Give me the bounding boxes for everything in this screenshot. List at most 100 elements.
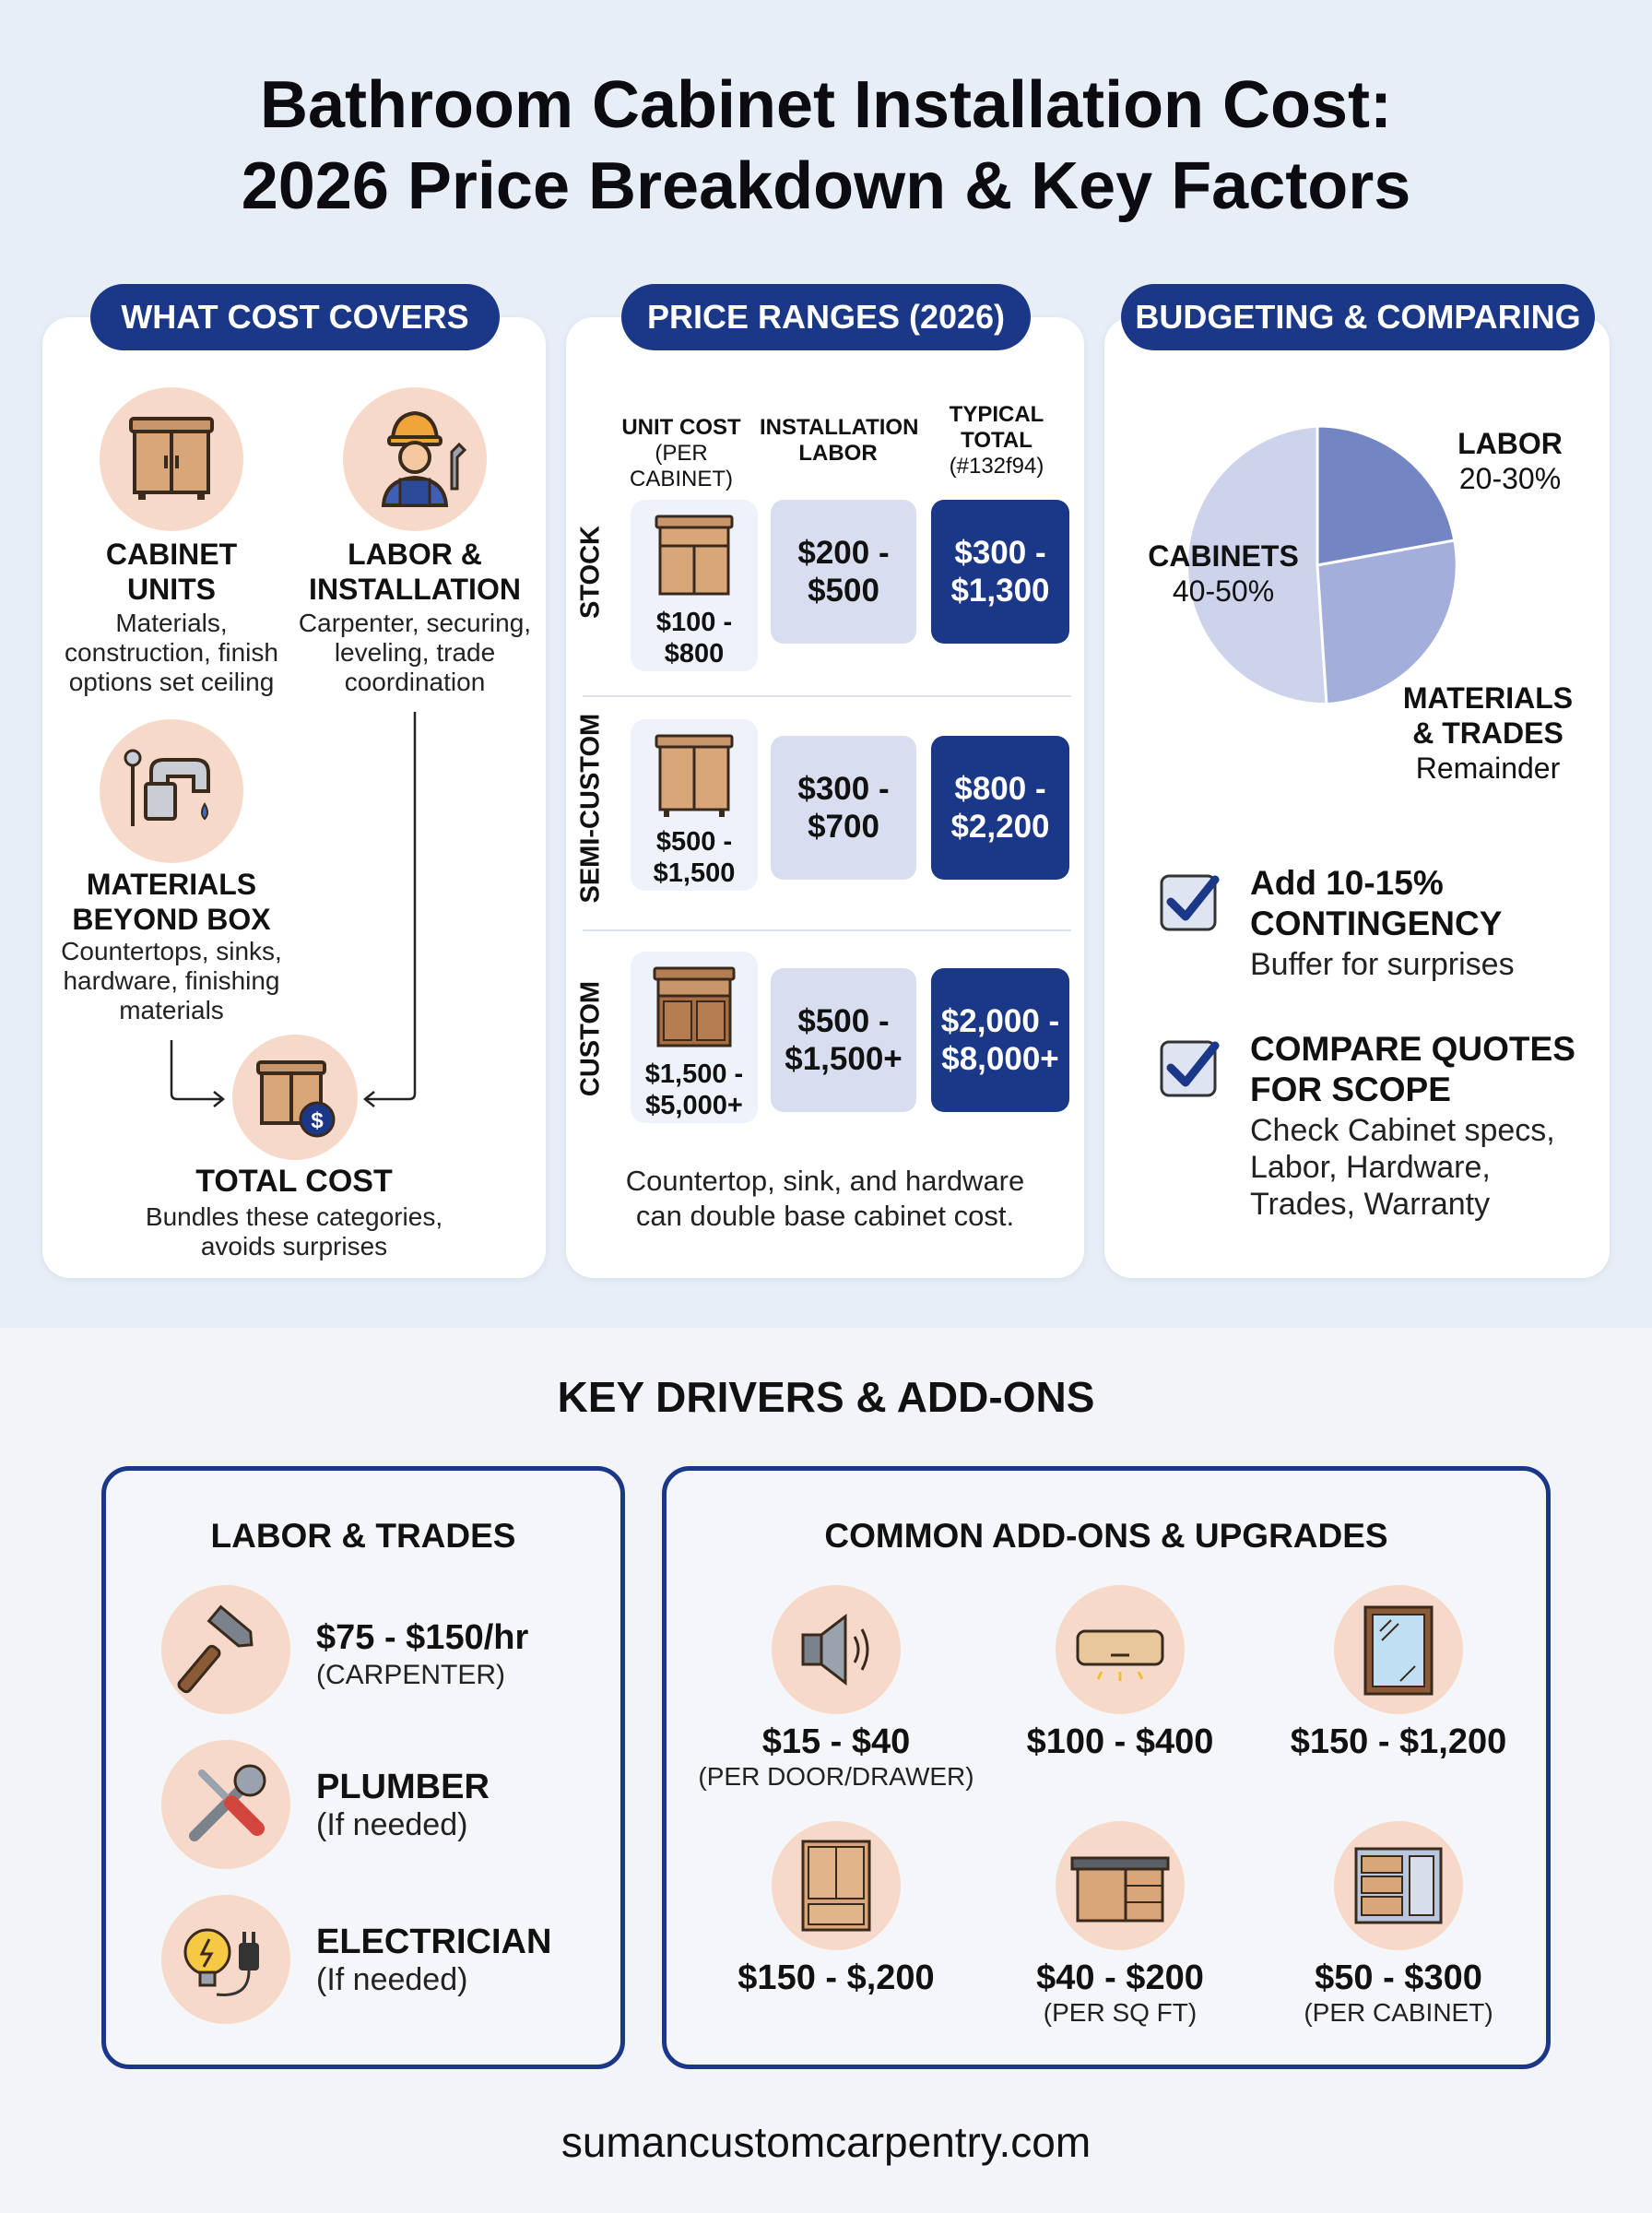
semi-custom-labor-2: $700 <box>808 809 879 845</box>
footer-url[interactable]: sumancustomcarpentry.com <box>560 2118 1092 2166</box>
tip-compare-desc: Check Cabinet specs, Labor, Hardware, Tr… <box>1250 1112 1600 1223</box>
addon-sub-5: (PER SQ FT) <box>1043 1998 1198 2027</box>
col-labor-1: INSTALLATION <box>760 415 919 440</box>
materials-desc-3: materials <box>119 996 224 1024</box>
tip-contingency-title-2: CONTINGENCY <box>1250 905 1503 942</box>
total-cost-title: TOTAL COST <box>195 1164 393 1199</box>
labor-title-2: INSTALLATION <box>309 573 521 606</box>
pie-materials-title-2: & TRADES <box>1412 716 1564 750</box>
pie-cabinets-title: CABINETS <box>1148 539 1299 573</box>
addon-price-6: $50 - $300 <box>1315 1959 1482 1997</box>
stock-unit-cost: $100 - $800 <box>631 500 758 671</box>
cabinet-dollar-icon: $ <box>232 1035 358 1160</box>
row-label-custom: CUSTOM <box>575 980 606 1097</box>
tip-contingency-desc: Buffer for surprises <box>1250 947 1515 982</box>
bulb-plug-icon <box>161 1895 290 2024</box>
pie-label-materials: MATERIALS & TRADES Remainder <box>1386 680 1589 786</box>
col-total-2: TOTAL <box>961 428 1032 453</box>
custom-unit-2: $5,000+ <box>645 1091 743 1120</box>
row-divider <box>583 695 1071 697</box>
row-label-semi-custom: SEMI-CUSTOM <box>575 713 606 904</box>
price-ranges-header: PRICE RANGES (2026) <box>621 284 1031 350</box>
key-drivers-title: KEY DRIVERS & ADD-ONS <box>557 1373 1095 1421</box>
materials-title-1: MATERIALS <box>86 868 257 901</box>
semi-custom-unit-1: $500 - <box>655 827 733 857</box>
svg-text:$: $ <box>311 1108 324 1133</box>
total-cost-desc-2: avoids surprises <box>200 1232 388 1260</box>
what-cost-covers-header: WHAT COST COVERS <box>90 284 500 350</box>
semi-custom-unit-cost: $500 - $1,500 <box>631 719 758 891</box>
semi-custom-cabinet-icon <box>655 734 734 817</box>
tip-contingency-title: Add 10-15% CONTINGENCY <box>1250 863 1600 944</box>
materials-beyond-box-desc: Countertops, sinks, hardware, finishing … <box>52 937 291 1025</box>
tip-compare-desc-2: Labor, Hardware, <box>1250 1150 1491 1185</box>
carpenter-label: (CARPENTER) <box>316 1660 506 1690</box>
tip-compare-title-1: COMPARE QUOTES <box>1250 1030 1575 1068</box>
total-cost-desc-1: Bundles these categories, <box>145 1202 443 1231</box>
wrench-screwdriver-icon <box>161 1740 290 1869</box>
price-note-2: can double base cabinet cost. <box>635 1200 1015 1232</box>
labor-desc-3: coordination <box>344 668 486 696</box>
tip-compare-desc-3: Trades, Warranty <box>1250 1187 1491 1222</box>
addon-price-1: $15 - $40 <box>761 1722 911 1761</box>
pie-materials-desc: Remainder <box>1415 751 1561 785</box>
checkbox-icon <box>1160 874 1220 931</box>
labor-title-1: LABOR & <box>348 538 482 571</box>
stock-labor-2: $500 <box>808 573 879 609</box>
labor-trades-title: LABOR & TRADES <box>210 1517 516 1555</box>
light-fixture-icon <box>1056 1585 1185 1714</box>
cabinet-units-desc: Materials, construction, finish options … <box>52 609 291 697</box>
price-ranges-note: Countertop, sink, and hardware can doubl… <box>584 1164 1066 1234</box>
semi-custom-total-2: $2,200 <box>950 809 1050 845</box>
stock-cabinet-icon <box>655 515 734 596</box>
stock-total-1: $300 - <box>954 535 1046 571</box>
stock-labor-1: $200 - <box>797 535 890 571</box>
semi-custom-unit-2: $1,500 <box>653 858 736 888</box>
cabinet-units-title-1: CABINET <box>105 538 238 571</box>
custom-total-1: $2,000 - <box>940 1003 1060 1039</box>
labor-installation-desc: Carpenter, securing, leveling, trade coo… <box>295 609 535 697</box>
cabinet-units-desc-3: options set ceiling <box>68 668 275 696</box>
col-total-3: (#132f94) <box>949 454 1044 479</box>
organizer-drawers-icon <box>1334 1821 1463 1950</box>
cabinet-units-desc-1: Materials, <box>115 609 228 637</box>
pie-label-cabinets: CABINETS 40-50% <box>1136 538 1311 609</box>
addon-sub-1: (PER DOOR/DRAWER) <box>698 1762 974 1791</box>
custom-labor-2: $1,500+ <box>785 1041 903 1077</box>
materials-desc-1: Countertops, sinks, <box>61 937 282 965</box>
semi-custom-total-1: $800 - <box>954 771 1046 807</box>
col-unit-1: UNIT COST <box>621 415 741 440</box>
custom-labor-1: $500 - <box>797 1003 890 1039</box>
title-line-2: 2026 Price Breakdown & Key Factors <box>241 149 1411 223</box>
price-note-1: Countertop, sink, and hardware <box>625 1165 1025 1197</box>
stock-total: $300 -$1,300 <box>931 500 1069 644</box>
materials-desc-2: hardware, finishing <box>63 966 280 995</box>
pie-slice-labor <box>1316 424 1457 567</box>
row-label-stock: STOCK <box>575 526 606 619</box>
semi-custom-labor-1: $300 - <box>797 771 890 807</box>
addon-sub-6: (PER CABINET) <box>1304 1998 1493 2027</box>
mirror-icon <box>1334 1585 1463 1714</box>
col-labor-header: INSTALLATION LABOR <box>760 415 919 467</box>
col-labor-2: LABOR <box>798 441 878 466</box>
materials-title-2: BEYOND BOX <box>72 903 271 936</box>
speaker-icon <box>772 1585 901 1714</box>
what-cost-covers-panel: CABINET UNITS Materials, construction, f… <box>42 317 546 1278</box>
total-cost-desc: Bundles these categories, avoids surpris… <box>116 1202 472 1261</box>
cabinet-units-title: CABINET UNITS <box>61 537 282 607</box>
col-unit-cost-header: UNIT COST (PER CABINET) <box>612 415 750 492</box>
addon-price-5: $40 - $200 <box>1036 1959 1204 1997</box>
row-divider <box>583 929 1071 931</box>
stock-unit-1: $100 - <box>655 608 733 637</box>
pie-slice-cabinets <box>1186 424 1328 706</box>
worker-icon <box>343 387 487 531</box>
hammer-icon <box>161 1585 290 1714</box>
tall-cabinet-icon <box>772 1821 901 1950</box>
checkbox-icon <box>1160 1040 1220 1097</box>
labor-desc-2: leveling, trade <box>334 638 496 667</box>
countertop-cabinet-icon <box>1056 1821 1185 1950</box>
col-unit-2: (PER CABINET) <box>629 441 733 491</box>
stock-total-2: $1,300 <box>950 573 1050 609</box>
electrician-desc: (If needed) <box>316 1962 468 1997</box>
cabinet-icon <box>100 387 243 531</box>
